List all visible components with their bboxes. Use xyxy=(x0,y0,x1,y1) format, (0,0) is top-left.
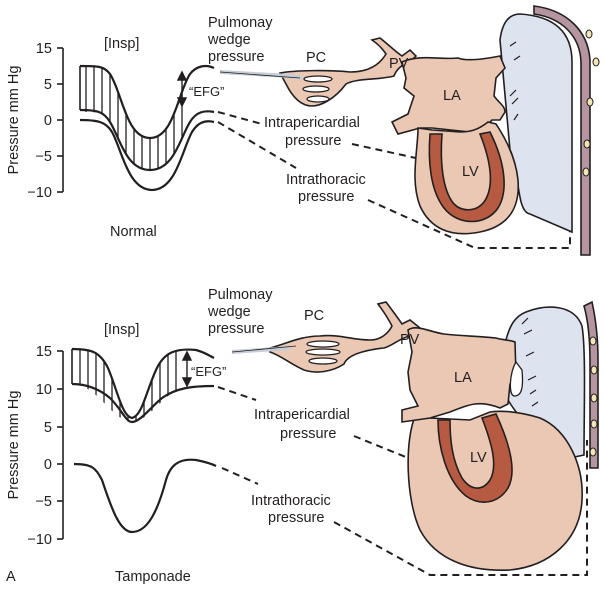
tamponade-lv-label: LV xyxy=(470,450,487,466)
normal-intrapericardial-curve xyxy=(79,108,215,172)
normal-catheter xyxy=(219,70,303,80)
tamponade-wedge-label-3: pressure xyxy=(208,321,264,337)
figure-letter: A xyxy=(6,569,16,585)
tamponade-intrathoracic-leader xyxy=(221,467,259,485)
tamponade-insp-label: [Insp] xyxy=(104,322,139,338)
tamponade-y-axis-label: Pressure mm Hg xyxy=(6,391,22,500)
normal-tick-5: 5 xyxy=(44,77,52,93)
tamponade-intrapericardial-label-2: pressure xyxy=(280,426,336,442)
tamponade-intrapericardial-leader xyxy=(217,386,257,401)
tamponade-tick-15: 15 xyxy=(36,344,52,360)
tamponade-wedge-label-2: wedge xyxy=(207,304,251,320)
tamponade-intrathoracic-curve xyxy=(73,458,217,534)
tamponade-pv-label: PV xyxy=(400,332,420,348)
normal-intrathoracic-curve xyxy=(79,118,215,192)
tamponade-y-axis xyxy=(57,350,64,540)
tamponade-tick-10: 10 xyxy=(36,382,52,398)
tamponade-heart-anatomy xyxy=(231,300,599,571)
tamponade-efg-label: “EFG” xyxy=(191,364,226,379)
tamponade-wedge-label-1: Pulmonay xyxy=(208,287,273,303)
tamponade-la-appendage xyxy=(509,360,524,397)
tamponade-pulmonary-capillary xyxy=(269,301,422,373)
normal-ribs xyxy=(582,29,600,177)
tamponade-intrapericardial-curve xyxy=(71,382,215,424)
normal-intrathoracic-label-1: Intrathoracic xyxy=(286,172,366,188)
normal-heart-anatomy xyxy=(219,5,600,256)
tamponade-tick-neg10: −10 xyxy=(27,532,52,548)
normal-pulmonary-capillary xyxy=(278,37,418,107)
tamponade-tick-0: 0 xyxy=(44,457,52,473)
tamponade-tick-neg5: −5 xyxy=(35,494,52,510)
tamponade-efg-arrow xyxy=(181,350,193,388)
normal-wedge-label-1: Pulmonay xyxy=(208,15,273,31)
tamponade-intrapericardial-label-1: Intrapericardial xyxy=(254,407,350,423)
normal-intrathoracic-label-2: pressure xyxy=(298,189,354,205)
tamponade-pc-label: PC xyxy=(304,308,324,324)
normal-chest-wall xyxy=(533,5,591,256)
normal-panel: 15 5 0 −5 −10 Pressure mm Hg [Insp] xyxy=(6,5,600,256)
normal-intrapericardial-label-1: Intrapericardial xyxy=(264,115,360,131)
normal-intrapericardial-leader-2 xyxy=(351,143,426,161)
normal-caption: Normal xyxy=(110,224,157,240)
normal-wedge-label-2: wedge xyxy=(207,32,251,48)
tamponade-intrathoracic-leader-2 xyxy=(333,440,588,576)
normal-insp-label: [Insp] xyxy=(104,36,139,52)
normal-pv-label: PV xyxy=(389,56,409,72)
tamponade-left-atrium xyxy=(401,327,517,423)
normal-tick-neg5: −5 xyxy=(35,149,52,165)
tamponade-ribs xyxy=(589,336,598,457)
tamponade-panel: 15 10 5 0 −5 −10 Pressure mm Hg [Insp] xyxy=(6,287,599,585)
tamponade-caption: Tamponade xyxy=(115,569,191,585)
normal-tick-neg10: −10 xyxy=(27,185,52,201)
normal-intrapericardial-leader xyxy=(217,111,263,125)
tamponade-myocardium xyxy=(437,413,513,503)
tamponade-tick-5: 5 xyxy=(44,420,52,436)
normal-myocardium xyxy=(428,131,505,223)
tamponade-wedge-curve xyxy=(71,347,215,420)
normal-intrapericardial-label-2: pressure xyxy=(285,133,341,149)
normal-intrathoracic-leader xyxy=(217,121,297,169)
tamponade-la-label: LA xyxy=(454,370,472,386)
normal-wedge-curve xyxy=(79,64,215,140)
normal-y-axis-label: Pressure mm Hg xyxy=(6,66,22,175)
tamponade-intrathoracic-label-1: Intrathoracic xyxy=(251,493,331,509)
normal-tick-0: 0 xyxy=(44,113,52,129)
normal-wedge-label-3: pressure xyxy=(208,49,264,65)
tamponade-intrathoracic-label-2: pressure xyxy=(268,510,324,526)
normal-lv-label: LV xyxy=(462,164,479,180)
normal-la-label: LA xyxy=(443,88,461,104)
normal-efg-label: “EFG” xyxy=(189,84,224,99)
normal-pc-label: PC xyxy=(306,50,326,66)
normal-efg-arrow xyxy=(176,70,188,108)
normal-tick-15: 15 xyxy=(36,41,52,57)
normal-y-axis xyxy=(57,47,64,193)
